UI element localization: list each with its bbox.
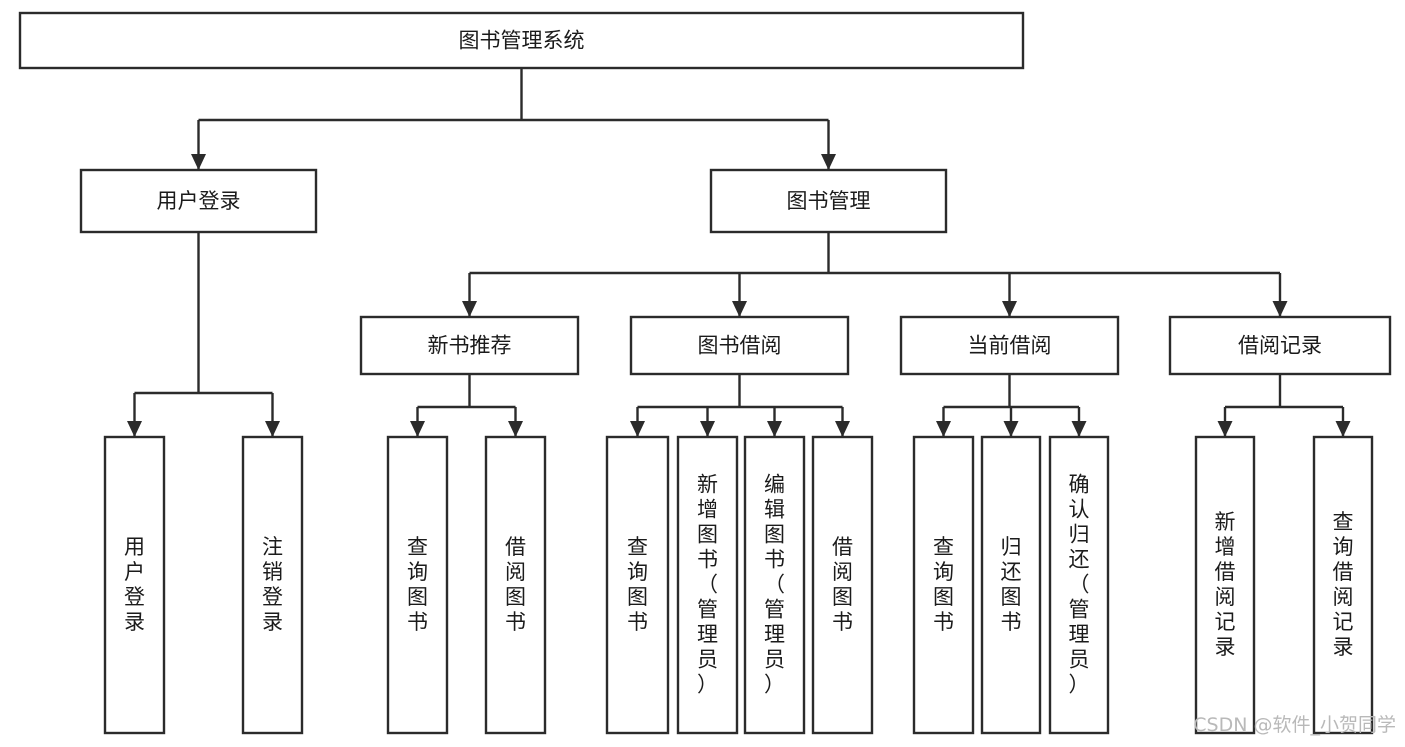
leaf-node-确认归还管理员-10-box — [1048, 435, 1110, 735]
node-level3-图书借阅[interactable]: 图书借阅 — [629, 315, 850, 376]
arrow-head-icon — [1002, 301, 1017, 317]
leaf-node-编辑图书管理员-6-label: 编辑图书（管理员） — [764, 473, 785, 697]
arrow-head-icon — [1071, 421, 1087, 437]
node-level3-图书借阅-box — [629, 315, 850, 376]
arrow-head-icon — [821, 154, 836, 170]
leaf-node-注销登录-1[interactable]: 注销登录 — [241, 435, 304, 735]
leaf-node-新增借阅记录-11[interactable]: 新增借阅记录 — [1194, 435, 1256, 735]
node-level2-用户登录-label: 用户登录 — [157, 189, 241, 213]
arrow-head-icon — [1003, 421, 1019, 437]
arrow-head-icon — [127, 421, 142, 437]
leaf-node-查询借阅记录-12[interactable]: 查询借阅记录 — [1312, 435, 1374, 735]
node-level2-用户登录-box — [79, 168, 318, 234]
arrow-head-icon — [508, 421, 523, 437]
connector-layer — [127, 68, 1351, 437]
leaf-node-新增图书管理员-5-box — [676, 435, 739, 735]
node-level2-图书管理[interactable]: 图书管理 — [709, 168, 948, 234]
leaf-node-借阅图书-3[interactable]: 借阅图书 — [484, 435, 547, 735]
leaf-node-归还图书-9[interactable]: 归还图书 — [980, 435, 1042, 735]
arrow-head-icon — [732, 301, 747, 317]
leaf-node-查询借阅记录-12-box — [1312, 435, 1374, 735]
node-level3-新书推荐-box — [359, 315, 580, 376]
leaf-node-查询借阅记录-12-label: 查询借阅记录 — [1333, 510, 1354, 659]
node-level3-借阅记录-label: 借阅记录 — [1238, 334, 1322, 358]
leaf-node-查询图书-8-label: 查询图书 — [933, 535, 954, 634]
arrow-head-icon — [835, 421, 850, 437]
leaf-node-新增借阅记录-11-label: 新增借阅记录 — [1215, 510, 1236, 659]
arrow-head-icon — [1217, 421, 1233, 437]
node-level3-借阅记录-box — [1168, 315, 1392, 376]
leaf-node-查询图书-8[interactable]: 查询图书 — [912, 435, 975, 735]
arrow-head-icon — [1272, 301, 1288, 317]
leaf-node-查询图书-4[interactable]: 查询图书 — [605, 435, 670, 735]
leaf-node-借阅图书-7-box — [811, 435, 874, 735]
leaf-node-新增图书管理员-5[interactable]: 新增图书（管理员） — [676, 435, 739, 735]
arrow-head-icon — [265, 421, 280, 437]
leaf-node-借阅图书-7-label: 借阅图书 — [832, 535, 853, 634]
leaf-node-借阅图书-3-box — [484, 435, 547, 735]
leaf-node-用户登录-0[interactable]: 用户登录 — [103, 435, 166, 735]
node-level3-新书推荐-label: 新书推荐 — [428, 334, 512, 358]
leaf-node-归还图书-9-box — [980, 435, 1042, 735]
node-root-图书管理系统-label: 图书管理系统 — [459, 29, 585, 53]
leaf-node-归还图书-9-label: 归还图书 — [1001, 535, 1022, 634]
node-root-图书管理系统-box — [18, 11, 1025, 70]
node-level3-当前借阅-label: 当前借阅 — [968, 334, 1052, 358]
leaf-node-查询图书-2-label: 查询图书 — [407, 535, 428, 634]
leaf-node-确认归还管理员-10[interactable]: 确认归还（管理员） — [1048, 435, 1110, 735]
arrow-head-icon — [936, 421, 951, 437]
leaf-node-注销登录-1-label: 注销登录 — [262, 535, 283, 634]
leaf-node-新增图书管理员-5-label: 新增图书（管理员） — [697, 473, 718, 697]
csdn-watermark: CSDN @软件_小贺同学 — [1193, 714, 1396, 736]
leaf-node-确认归还管理员-10-label: 确认归还（管理员） — [1069, 473, 1090, 697]
node-root-图书管理系统[interactable]: 图书管理系统 — [18, 11, 1025, 70]
arrow-head-icon — [700, 421, 715, 437]
node-level3-借阅记录[interactable]: 借阅记录 — [1168, 315, 1392, 376]
node-level3-当前借阅[interactable]: 当前借阅 — [899, 315, 1120, 376]
arrow-head-icon — [1335, 421, 1351, 437]
arrow-head-icon — [630, 421, 645, 437]
leaf-node-用户登录-0-box — [103, 435, 166, 735]
leaf-node-查询图书-4-label: 查询图书 — [627, 535, 648, 634]
leaf-node-注销登录-1-box — [241, 435, 304, 735]
arrow-head-icon — [767, 421, 782, 437]
node-level2-图书管理-box — [709, 168, 948, 234]
leaf-node-编辑图书管理员-6-box — [743, 435, 806, 735]
leaf-node-查询图书-2-box — [386, 435, 449, 735]
arrow-head-icon — [191, 154, 206, 170]
leaf-node-查询图书-2[interactable]: 查询图书 — [386, 435, 449, 735]
node-level2-图书管理-label: 图书管理 — [787, 189, 871, 213]
leaf-node-借阅图书-7[interactable]: 借阅图书 — [811, 435, 874, 735]
node-layer: 图书管理系统用户登录图书管理新书推荐图书借阅当前借阅借阅记录用户登录注销登录查询… — [18, 11, 1392, 735]
leaf-node-用户登录-0-label: 用户登录 — [124, 535, 145, 634]
node-level3-图书借阅-label: 图书借阅 — [698, 334, 782, 358]
leaf-node-查询图书-4-box — [605, 435, 670, 735]
node-level3-新书推荐[interactable]: 新书推荐 — [359, 315, 580, 376]
leaf-node-编辑图书管理员-6[interactable]: 编辑图书（管理员） — [743, 435, 806, 735]
leaf-node-借阅图书-3-label: 借阅图书 — [505, 535, 526, 634]
node-level2-用户登录[interactable]: 用户登录 — [79, 168, 318, 234]
node-level3-当前借阅-box — [899, 315, 1120, 376]
arrow-head-icon — [462, 301, 477, 317]
leaf-node-查询图书-8-box — [912, 435, 975, 735]
leaf-node-新增借阅记录-11-box — [1194, 435, 1256, 735]
arrow-head-icon — [410, 421, 425, 437]
